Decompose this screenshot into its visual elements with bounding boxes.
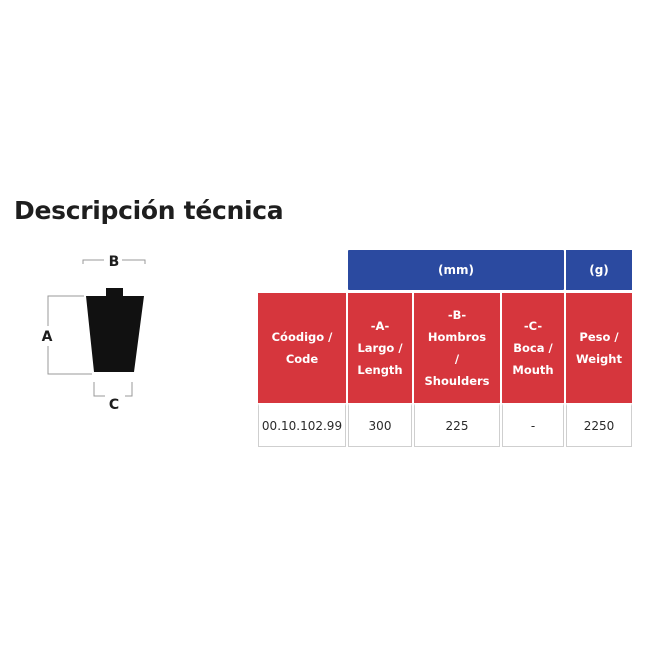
cell-b: 225 — [414, 403, 500, 447]
col-header-b: -B- Hombros / Shoulders — [414, 290, 500, 403]
label-b: B — [109, 254, 120, 270]
cell-weight: 2250 — [566, 403, 632, 447]
mold-diagram-icon: B A C — [39, 252, 146, 413]
header-g: (g) — [566, 250, 632, 290]
col-header-weight: Peso / Weight — [566, 290, 632, 403]
label-c: C — [109, 397, 119, 413]
header-mm: (mm) — [348, 250, 564, 290]
column-header-row: Cóodigo / Code -A- Largo / Length -B- Ho… — [258, 290, 632, 403]
label-a: A — [42, 329, 53, 345]
cell-code: 00.10.102.99 — [258, 403, 346, 447]
mold-shape — [86, 288, 144, 372]
group-header-row: (mm) (g) — [258, 250, 632, 290]
cell-c: - — [502, 403, 564, 447]
col-header-a: -A- Largo / Length — [348, 290, 412, 403]
header-blank — [258, 250, 346, 290]
col-header-code: Cóodigo / Code — [258, 290, 346, 403]
table-row: 00.10.102.99 300 225 - 2250 — [258, 403, 632, 447]
col-header-c: -C- Boca / Mouth — [502, 290, 564, 403]
page-title: Descripción técnica — [14, 196, 284, 225]
spec-table: (mm) (g) Cóodigo / Code -A- Largo / Leng… — [256, 250, 634, 447]
cell-a: 300 — [348, 403, 412, 447]
